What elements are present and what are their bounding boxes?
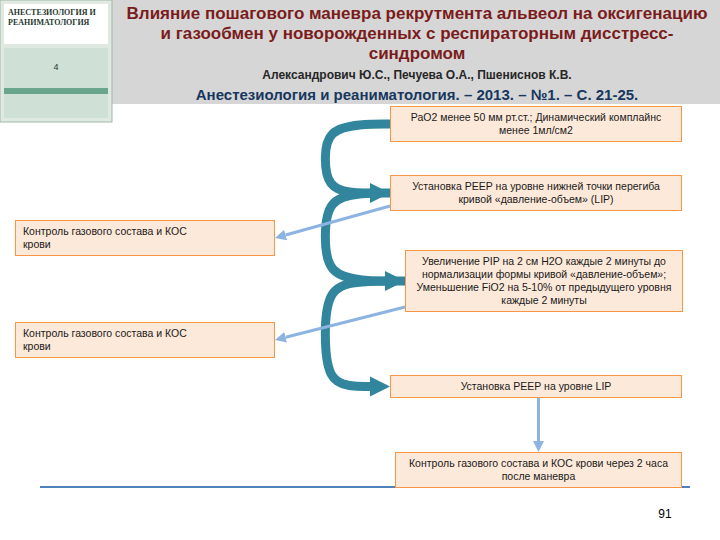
box-text: Установка РЕЕР на уровне нижней точки пе… (398, 180, 674, 206)
control-box: Контроль газового состава и КОС крови че… (395, 452, 682, 488)
box-text: Контроль газового состава и КОС крови (23, 327, 201, 353)
flow-arrow (286, 307, 405, 337)
citation-line: Анестезиология и реаниматология. – 2013.… (122, 86, 712, 103)
flow-arrow (286, 206, 390, 235)
control-box: Контроль газового состава и КОС крови (15, 322, 275, 358)
cover-title: АНЕСТЕЗИОЛОГИЯ И РЕАНИМАТОЛОГИЯ (8, 8, 104, 28)
box-text: Контроль газового состава и КОС крови (23, 225, 201, 251)
criteria-box: РаО2 менее 50 мм рт.ст.; Динамический ко… (390, 106, 682, 142)
flow-arrow (537, 398, 540, 441)
curved-arrow (325, 281, 405, 387)
process-box: Увеличение PIP на 2 см Н2О каждые 2 мину… (405, 250, 683, 312)
authors-line: Александрович Ю.С., Печуева О.А., Пшенис… (122, 68, 712, 83)
curved-arrow (325, 193, 390, 281)
box-text: Установка РЕЕР на уровне LIP (398, 380, 674, 393)
cover-issue: 4 (50, 62, 62, 73)
box-text: Увеличение PIP на 2 см Н2О каждые 2 мину… (413, 255, 675, 307)
box-text: Контроль газового состава и КОС крови че… (403, 457, 674, 483)
journal-cover (0, 0, 112, 122)
process-box: Установка РЕЕР на уровне нижней точки пе… (390, 175, 682, 211)
box-text: РаО2 менее 50 мм рт.ст.; Динамический ко… (398, 111, 674, 137)
slide-title: Влияние пошагового маневра рекрутмента а… (122, 4, 712, 64)
control-box: Контроль газового состава и КОС крови (15, 220, 275, 256)
page-number: 91 (650, 507, 680, 521)
process-box: Установка РЕЕР на уровне LIP (390, 375, 682, 398)
curved-arrow (325, 124, 390, 193)
